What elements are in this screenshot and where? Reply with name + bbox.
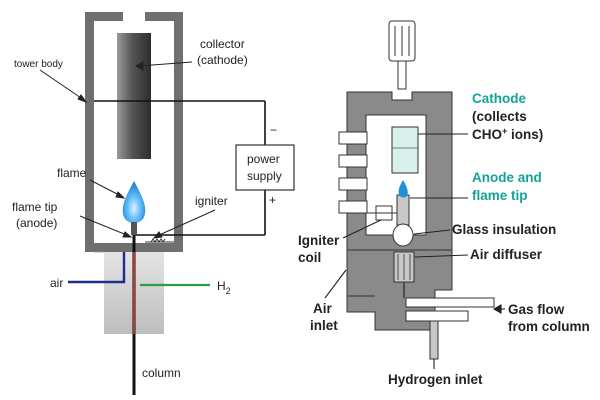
- left-fid-schematic: tower body collector (cathode) flame fla…: [12, 12, 295, 395]
- collector-electrode: [117, 33, 151, 159]
- power-supply-label-line1: power: [247, 152, 280, 166]
- air-label: air: [50, 276, 63, 290]
- air-inlet-label-line1: Air: [313, 301, 333, 316]
- power-supply-label-line2: supply: [247, 169, 282, 183]
- air-line: [68, 252, 126, 284]
- anode-jet: [396, 194, 410, 226]
- left-pointers: [39, 61, 216, 239]
- igniter-coil-label-line1: Igniter: [298, 233, 340, 248]
- cathode-label-line2: (collects: [472, 109, 527, 124]
- hydrogen-inlet-label: Hydrogen inlet: [388, 372, 483, 387]
- anode-label-line1: Anode and: [472, 170, 542, 185]
- top-connector: [388, 20, 416, 90]
- flame-tip-anode: [131, 222, 137, 235]
- air-inlet-label-line2: inlet: [310, 318, 338, 333]
- h2-label-sub: 2: [226, 286, 231, 296]
- flame-tip-label-line2: (anode): [16, 216, 57, 230]
- gas-flow-label-line2: from column: [508, 319, 590, 334]
- gas-flow-label-line1: Gas flow: [508, 302, 565, 317]
- circuit-wires: [94, 100, 266, 236]
- cathode-label-line3: CHO+ ions): [472, 126, 543, 142]
- glass-insulation-label: Glass insulation: [452, 222, 556, 237]
- h2-label: H2: [217, 279, 231, 296]
- right-pointers: [324, 133, 505, 369]
- tower-body-label: tower body: [14, 59, 63, 70]
- anode-label-line2: flame tip: [472, 188, 528, 203]
- igniter-coil-label-line2: coil: [298, 250, 321, 265]
- flame-label: flame: [57, 166, 87, 180]
- hydrogen-inlet-tube: [429, 320, 439, 360]
- air-diffuser-label: Air diffuser: [470, 247, 543, 262]
- flame-tip-label-line1: flame tip: [12, 200, 58, 214]
- cho-sup: +: [502, 126, 507, 136]
- cathode-glass: [391, 126, 419, 174]
- glass-insulation-bulb: [392, 223, 414, 247]
- plus-sign: +: [269, 193, 276, 207]
- minus-sign: −: [270, 123, 277, 137]
- right-flame-shape: [398, 180, 408, 198]
- flame-shape: [122, 181, 146, 223]
- cho-main: CHO: [472, 127, 502, 142]
- igniter-label: igniter: [195, 194, 228, 208]
- cho-tail: ions): [507, 127, 543, 142]
- cathode-label-line1: Cathode: [472, 91, 526, 106]
- column-label: column: [142, 366, 181, 380]
- h2-label-main: H: [217, 279, 226, 293]
- collector-label-line2: (cathode): [197, 53, 248, 67]
- power-supply-box: [235, 144, 295, 191]
- right-fid-cutaway: Cathode (collects CHO+ ions) Anode and f…: [298, 20, 590, 387]
- collector-label-line1: collector: [200, 37, 245, 51]
